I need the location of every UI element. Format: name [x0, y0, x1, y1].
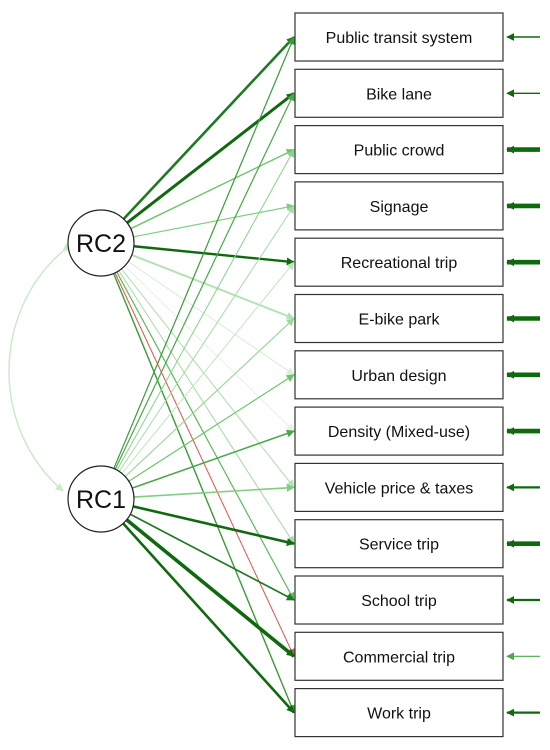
loading-rc1-urban-design	[128, 374, 295, 482]
indicator-commercial-trip: Commercial trip	[294, 631, 504, 681]
factor-rc2: RC2	[67, 209, 135, 277]
indicator-box	[294, 687, 504, 738]
loading-rc1-public-crowd	[116, 148, 295, 471]
indicator-label: School trip	[361, 593, 437, 610]
loading-rc1-commercial-trip	[125, 518, 296, 658]
indicator-label: Density (Mixed-use)	[328, 424, 470, 441]
indicator-label: Urban design	[351, 368, 446, 385]
loading-rc1-signage	[118, 205, 295, 472]
loading-rc1-school-trip	[129, 513, 295, 601]
indicator-box	[294, 406, 504, 456]
loading-rc1-work-trip	[122, 522, 295, 714]
indicator-urban-design: Urban design	[294, 350, 504, 400]
covariance-layer	[8, 243, 72, 492]
indicator-box	[294, 350, 504, 400]
indicator-bike-lane: Bike lane	[294, 68, 504, 118]
indicator-label: Vehicle price & taxes	[325, 480, 474, 497]
indicator-label: Signage	[370, 199, 429, 216]
indicator-box	[294, 237, 504, 287]
loading-rc2-recreational-trip	[133, 245, 295, 266]
factor-circle	[67, 465, 135, 533]
indicator-box	[294, 12, 504, 62]
indicator-public-transit: Public transit system	[294, 12, 504, 62]
covariance-rc2-rc1	[8, 243, 72, 492]
indicator-label: Public crowd	[354, 143, 445, 160]
factor-circle	[67, 209, 135, 277]
loading-rc1-density	[131, 429, 295, 489]
loading-rc2-service-trip	[118, 270, 295, 545]
loading-rc2-density	[124, 265, 295, 432]
factor-label: RC2	[76, 230, 126, 258]
factor-rc1: RC1	[67, 465, 135, 533]
indicator-label: Work trip	[367, 706, 431, 723]
indicator-box	[294, 575, 504, 625]
indicator-label: Commercial trip	[343, 649, 455, 666]
loading-rc2-vehicle-price	[121, 268, 295, 489]
indicator-vehicle-price: Vehicle price & taxes	[294, 462, 504, 512]
indicator-label: Bike lane	[366, 86, 432, 103]
indicator-school-trip: School trip	[294, 575, 504, 625]
indicator-label: Service trip	[359, 537, 439, 554]
indicator-box	[294, 181, 504, 231]
indicator-label: E-bike park	[359, 312, 441, 329]
indicator-box	[294, 519, 504, 569]
indicator-recreational-trip: Recreational trip	[294, 237, 504, 287]
indicator-work-trip: Work trip	[294, 687, 504, 738]
indicator-public-crowd: Public crowd	[294, 124, 504, 175]
loading-rc2-urban-design	[128, 261, 295, 376]
loadings-layer	[112, 36, 296, 714]
indicator-box	[294, 68, 504, 118]
residuals-layer	[506, 33, 540, 717]
indicator-service-trip: Service trip	[294, 519, 504, 569]
indicator-box	[294, 462, 504, 512]
loading-rc1-ebike-park	[124, 317, 295, 477]
indicator-density: Density (Mixed-use)	[294, 406, 504, 456]
loading-rc1-service-trip	[132, 505, 295, 546]
indicator-box	[294, 631, 504, 681]
indicator-ebike-park: E-bike park	[294, 293, 504, 344]
loading-rc2-public-transit	[122, 36, 295, 220]
indicator-label: Public transit system	[326, 30, 473, 47]
loading-rc1-bike-lane	[114, 92, 295, 470]
indicator-label: Recreational trip	[341, 255, 458, 272]
loading-rc2-bike-lane	[126, 92, 295, 225]
loading-rc2-ebike-park	[131, 254, 295, 320]
loading-rc2-public-crowd	[130, 148, 295, 230]
indicator-signage: Signage	[294, 181, 504, 231]
loading-rc1-recreational-trip	[121, 261, 295, 474]
loading-rc1-public-transit	[113, 36, 295, 469]
loading-rc1-vehicle-price	[133, 483, 295, 498]
loading-rc2-school-trip	[116, 271, 295, 601]
indicator-box	[294, 124, 504, 175]
factor-label: RC1	[76, 486, 126, 514]
loading-rc2-commercial-trip	[114, 272, 295, 658]
loading-rc2-signage	[133, 203, 295, 238]
indicator-box	[294, 293, 504, 344]
